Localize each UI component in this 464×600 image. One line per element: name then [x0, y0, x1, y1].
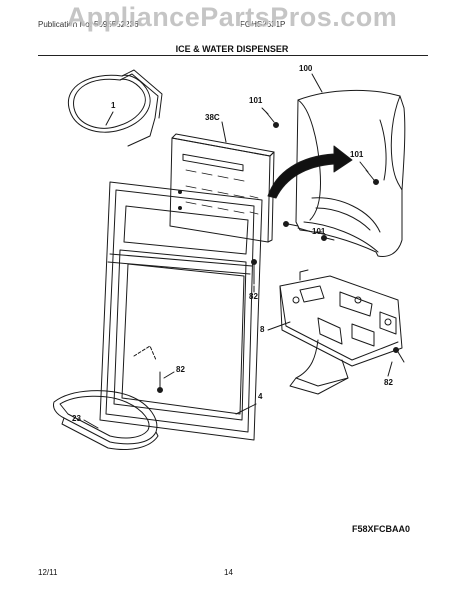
part-23-drip-tray — [53, 390, 159, 450]
leader-101-bottom-a — [297, 227, 313, 233]
leader-4 — [235, 403, 257, 415]
figure-code: F58XFCBAA0 — [352, 524, 411, 534]
callout-82-top: 82 — [249, 292, 258, 301]
part-4-door-frame — [99, 181, 263, 441]
callout-101-bottom: 101 — [312, 227, 326, 236]
title-divider — [38, 55, 428, 56]
callout-8: 8 — [260, 325, 265, 334]
leader-1 — [105, 111, 114, 126]
assembly-direction-arrow — [267, 145, 353, 199]
leader-82-lower — [163, 371, 175, 379]
callout-1: 1 — [111, 101, 116, 110]
callout-101-right: 101 — [350, 150, 364, 159]
leader-38c — [221, 121, 227, 143]
watermark-logo: AppliancePartsPros.com — [66, 2, 398, 32]
leader-101-top — [261, 107, 269, 115]
callout-38c: 38C — [205, 113, 220, 122]
leader-100 — [311, 73, 323, 93]
footer-page-number: 14 — [224, 568, 233, 577]
screw-82-top — [251, 259, 257, 285]
part-38c-control-board — [169, 133, 275, 243]
screw-82-right — [393, 347, 405, 363]
part-100-dispenser-housing — [295, 89, 406, 257]
footer-date: 12/11 — [38, 568, 58, 577]
screw-82-lower — [157, 371, 163, 393]
part-8-dispenser-mechanism — [279, 269, 403, 395]
diagram-title: ICE & WATER DISPENSER — [175, 44, 289, 54]
callout-100: 100 — [299, 64, 313, 73]
callout-82-lower: 82 — [176, 365, 185, 374]
leader-82-right — [387, 361, 393, 377]
leader-8 — [267, 321, 291, 331]
part-1-tubing-coil — [67, 69, 163, 147]
callout-82-right: 82 — [384, 378, 393, 387]
leader-101-right — [359, 161, 369, 173]
model-number: FGHS2631P — [240, 20, 286, 29]
callout-23: 23 — [72, 414, 81, 423]
screw-101-bottom — [283, 221, 335, 241]
callout-4: 4 — [258, 392, 263, 401]
callout-101-top: 101 — [249, 96, 263, 105]
leader-23 — [83, 419, 99, 429]
publication-number: Publication No: 5995552236 — [38, 20, 139, 29]
